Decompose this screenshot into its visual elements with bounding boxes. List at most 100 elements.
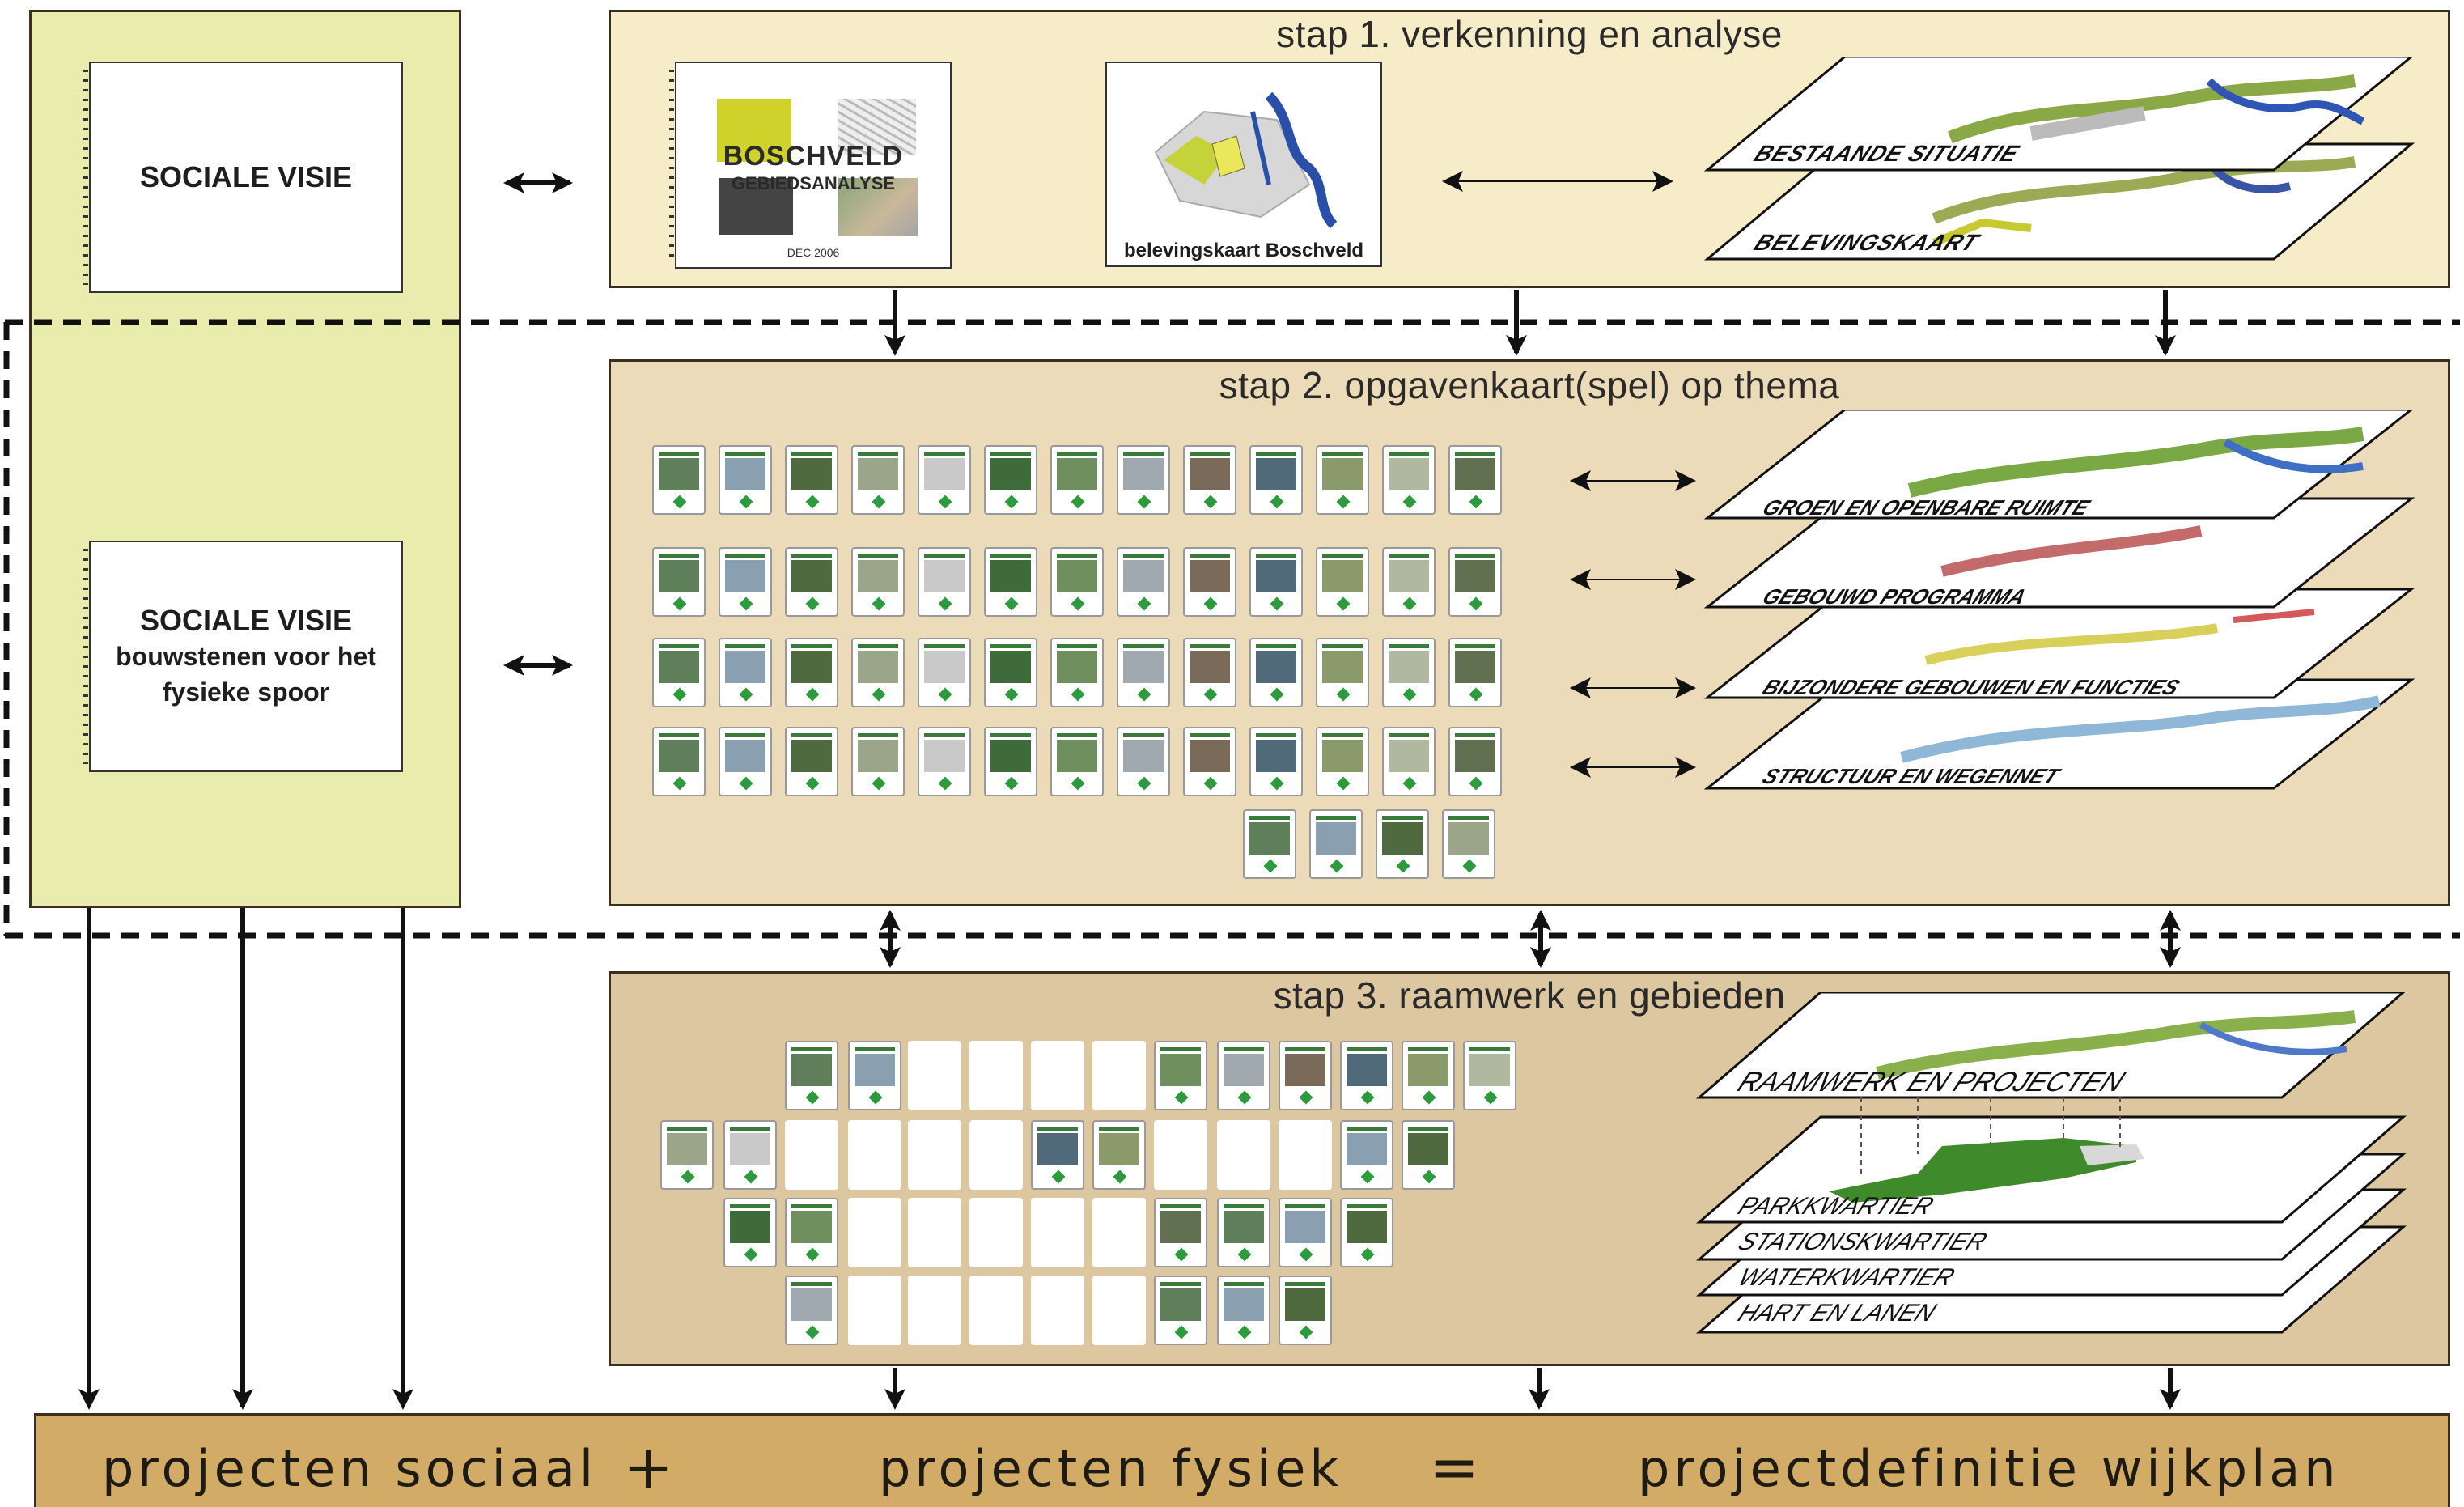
card-header-stripe [730, 1127, 770, 1131]
card-header-stripe [1256, 452, 1296, 456]
theme-card [785, 727, 838, 796]
card-header-stripe [1285, 1204, 1325, 1208]
card-photo [1057, 458, 1097, 490]
theme-card [719, 445, 772, 515]
card-header-stripe [1099, 1127, 1139, 1131]
card-photo [1455, 560, 1495, 592]
card-photo [1389, 560, 1429, 592]
theme-card [660, 1120, 714, 1190]
theme-card [918, 727, 971, 796]
card-header-stripe [1160, 1282, 1201, 1286]
card-header-stripe [1256, 644, 1296, 648]
theme-card [1316, 638, 1369, 707]
theme-card [1249, 727, 1303, 796]
card-header-stripe [1322, 733, 1363, 737]
theme-card [1340, 1041, 1393, 1110]
card-header-stripe [730, 1204, 770, 1208]
card-header-stripe [1455, 554, 1495, 558]
empty-card-slot [1031, 1041, 1084, 1110]
card-header-stripe [1316, 816, 1356, 820]
card-header-stripe [1382, 816, 1423, 820]
card-photo [659, 458, 699, 490]
card-photo [1057, 651, 1097, 683]
card-header-stripe [1037, 1127, 1078, 1131]
card-photo [990, 458, 1031, 490]
report-date: DEC 2006 [787, 246, 840, 259]
card-header-stripe [1224, 1204, 1264, 1208]
card-photo [667, 1133, 707, 1165]
theme-card [918, 445, 971, 515]
card-photo [1190, 651, 1230, 683]
theme-card [652, 445, 706, 515]
arrows-step2-step3 [880, 910, 2181, 968]
card-header-stripe [1057, 452, 1097, 456]
social-vision-line-1: bouwstenen voor het [116, 642, 376, 671]
card-photo [1347, 1211, 1387, 1243]
card-photo [1322, 740, 1363, 772]
theme-card [1442, 809, 1495, 879]
card-header-stripe [924, 644, 965, 648]
theme-card [719, 638, 772, 707]
card-photo [1382, 822, 1423, 855]
card-header-stripe [1389, 452, 1429, 456]
card-header-stripe [924, 554, 965, 558]
empty-card-slot [908, 1276, 961, 1345]
card-header-stripe [1160, 1204, 1201, 1208]
theme-card [1382, 638, 1436, 707]
card-photo [858, 651, 898, 683]
card-header-stripe [1347, 1204, 1387, 1208]
theme-card [1092, 1120, 1146, 1190]
card-photo [1408, 1133, 1448, 1165]
card-photo [1455, 458, 1495, 490]
card-header-stripe [1285, 1047, 1325, 1051]
step2-layer-groen [1703, 410, 2414, 520]
theme-card [1309, 809, 1363, 879]
boschveld-report: BOSCHVELD GEBIEDSANALYSE DEC 2006 [669, 62, 952, 269]
empty-card-slot [969, 1276, 1023, 1345]
card-photo [725, 560, 765, 592]
card-header-stripe [1322, 644, 1363, 648]
card-header-stripe [791, 554, 832, 558]
theme-card [723, 1120, 777, 1190]
theme-card [1117, 638, 1170, 707]
card-photo [791, 1211, 832, 1243]
card-photo [990, 740, 1031, 772]
theme-card [918, 547, 971, 617]
card-header-stripe [659, 733, 699, 737]
empty-card-slot [1092, 1276, 1146, 1345]
theme-card [1183, 445, 1236, 515]
card-header-stripe [1469, 1047, 1510, 1051]
theme-card [1382, 727, 1436, 796]
step2-layer-stack [1703, 410, 2415, 790]
card-photo [1285, 1288, 1325, 1321]
empty-card-slot [908, 1041, 961, 1110]
card-photo [1190, 560, 1230, 592]
card-photo [1190, 458, 1230, 490]
card-photo [1123, 740, 1164, 772]
theme-card [1376, 809, 1429, 879]
card-header-stripe [1190, 733, 1230, 737]
plus-sign: + [623, 1433, 678, 1502]
social-vision-label-2: SOCIALE VISIE [139, 604, 353, 637]
card-photo [1256, 651, 1296, 683]
empty-card-slot [848, 1120, 901, 1190]
theme-card [1117, 547, 1170, 617]
card-photo [1123, 651, 1164, 683]
card-header-stripe [855, 1047, 895, 1051]
theme-card [1031, 1120, 1084, 1190]
card-header-stripe [1256, 554, 1296, 558]
card-photo [858, 560, 898, 592]
card-photo [1160, 1054, 1201, 1086]
card-photo [730, 1211, 770, 1243]
card-header-stripe [1057, 733, 1097, 737]
card-header-stripe [791, 644, 832, 648]
card-photo [924, 458, 965, 490]
card-header-stripe [1347, 1047, 1387, 1051]
step1-layer-bestaande [1703, 57, 2414, 172]
card-photo [1389, 458, 1429, 490]
report-image-map [838, 99, 916, 155]
card-header-stripe [1448, 816, 1489, 820]
card-header-stripe [990, 733, 1031, 737]
card-header-stripe [1256, 733, 1296, 737]
